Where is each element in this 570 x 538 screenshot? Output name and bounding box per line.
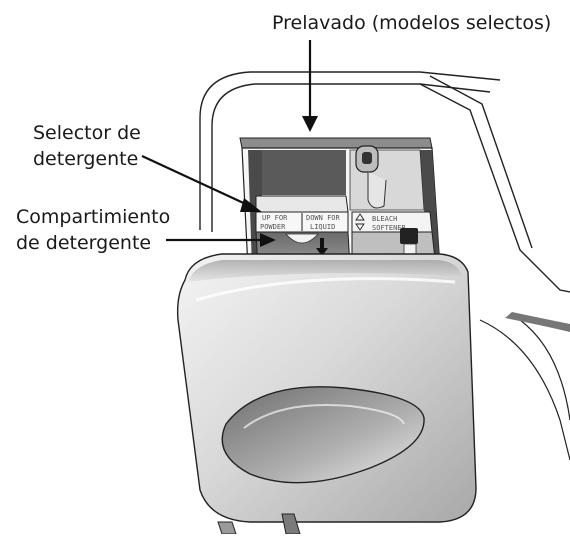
down-arrow-icon (316, 238, 328, 256)
panel-powder: POWDER (260, 223, 286, 231)
panel-liquid: LIQUID (310, 223, 335, 231)
prewash-label: Prelavado (modelos selectos) (272, 12, 552, 34)
prewash-compartment (262, 150, 346, 195)
detergent-compartment-label: Compartimiento de detergente (16, 204, 170, 256)
compartment-arrowhead (260, 233, 276, 247)
selector-arrow (141, 155, 251, 207)
panel-softener: SOFTENER (372, 224, 407, 232)
prewash-arrowhead (302, 116, 318, 132)
panel-bleach: BLEACH (372, 215, 397, 223)
washer-body (199, 71, 570, 461)
panel-up-for: UP FOR (262, 214, 288, 222)
detergent-selector-label: Selector de detergente (33, 120, 141, 172)
selector-arrowhead (240, 198, 262, 212)
callout-arrows (141, 40, 318, 247)
compartment-label-line2: de detergente (16, 232, 152, 254)
down-triangle-icon (355, 223, 365, 231)
dispenser-drawer[interactable] (176, 253, 477, 523)
washer-trim (505, 312, 570, 332)
selector-label-line1: Selector de (33, 122, 141, 144)
compartment-label-line1: Compartimiento (16, 206, 171, 228)
drawer-handle[interactable] (221, 386, 425, 484)
panel-down-for: DOWN FOR (306, 214, 341, 222)
selector-label-line2: detergente (33, 148, 139, 170)
softener-cap (400, 228, 418, 244)
up-triangle-icon (355, 213, 365, 221)
